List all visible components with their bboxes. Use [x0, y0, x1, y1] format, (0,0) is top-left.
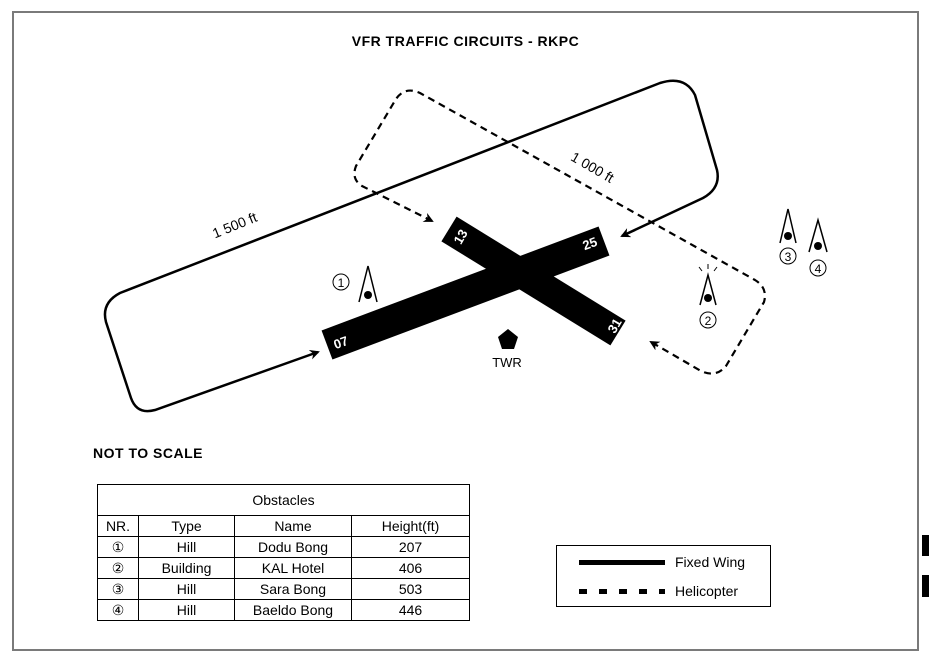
tower-icon: [498, 329, 518, 349]
fixed-wing-circuit: [103, 79, 719, 413]
obstacle-4-icon: [808, 217, 828, 253]
obstacle-2-icon: [698, 264, 718, 306]
runway-13-31: [441, 216, 626, 346]
svg-text:3: 3: [785, 250, 792, 264]
legend-label: Fixed Wing: [675, 554, 746, 570]
solid-line-swatch: [579, 559, 665, 565]
cell-nr: ①: [97, 536, 139, 558]
table-header-row: NR. Type Name Height(ft): [97, 515, 470, 537]
cell-nr: ②: [97, 557, 139, 579]
cell-nr: ③: [97, 578, 139, 600]
edge-marker: [922, 575, 929, 597]
cell-name: KAL Hotel: [234, 557, 352, 579]
table-row: ④ Hill Baeldo Bong 446: [97, 599, 470, 621]
chart-title: VFR TRAFFIC CIRCUITS - RKPC: [351, 33, 580, 49]
not-to-scale-note: NOT TO SCALE: [93, 445, 203, 461]
cell-height: 207: [351, 536, 470, 558]
table-title: Obstacles: [97, 484, 470, 516]
table-row: ② Building KAL Hotel 406: [97, 557, 470, 579]
column-header: Height(ft): [351, 515, 470, 537]
cell-name: Sara Bong: [234, 578, 352, 600]
obstacle-3-marker: ③ 3: [779, 247, 797, 265]
cell-type: Hill: [138, 536, 235, 558]
legend-item-helicopter: Helicopter: [579, 583, 738, 599]
runway-label-13: 13: [450, 227, 470, 247]
table-row: ① Hill Dodu Bong 207: [97, 536, 470, 558]
svg-text:4: 4: [815, 262, 822, 276]
tower-label: TWR: [492, 355, 522, 370]
column-header: Type: [138, 515, 235, 537]
column-header: NR.: [97, 515, 139, 537]
svg-text:2: 2: [705, 314, 712, 328]
column-header: Name: [234, 515, 352, 537]
helicopter-circuit: [353, 89, 767, 375]
runway-07-25: [321, 226, 610, 360]
cell-type: Hill: [138, 599, 235, 621]
legend-item-fixed-wing: Fixed Wing: [579, 554, 745, 570]
chart-frame: [12, 11, 919, 651]
cell-name: Dodu Bong: [234, 536, 352, 558]
svg-text:1: 1: [338, 276, 345, 290]
obstacle-3-icon: [779, 208, 797, 244]
legend: Fixed Wing Helicopter: [556, 545, 771, 607]
cell-type: Hill: [138, 578, 235, 600]
legend-label: Helicopter: [675, 583, 739, 599]
fixed-wing-altitude-label: 1 500 ft: [210, 209, 259, 241]
cell-height: 503: [351, 578, 470, 600]
cell-height: 406: [351, 557, 470, 579]
obstacles-table: Obstacles NR. Type Name Height(ft) ① Hil…: [97, 484, 470, 621]
obstacle-4-marker: ④ 4: [809, 259, 827, 277]
obstacle-1-marker: ① 1: [332, 273, 350, 291]
obstacle-2-marker: ② 2: [699, 311, 717, 329]
edge-marker: [922, 535, 929, 556]
obstacle-1-icon: [358, 265, 378, 303]
cell-height: 446: [351, 599, 470, 621]
dashed-line-swatch: [579, 588, 665, 594]
cell-type: Building: [138, 557, 235, 579]
runway-label-25: 25: [580, 234, 599, 253]
cell-name: Baeldo Bong: [234, 599, 352, 621]
table-row: ③ Hill Sara Bong 503: [97, 578, 470, 600]
runway-label-31: 31: [604, 316, 624, 336]
runway-label-07: 07: [331, 333, 350, 352]
cell-nr: ④: [97, 599, 139, 621]
